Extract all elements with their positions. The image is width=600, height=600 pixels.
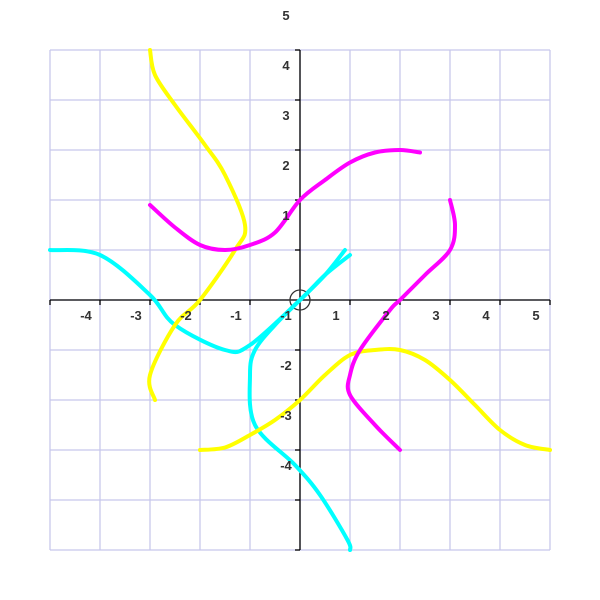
y-tick-label: -1 <box>280 308 292 323</box>
y-tick-label: 3 <box>282 108 289 123</box>
y-tick-label: 1 <box>282 208 289 223</box>
y-tick-label: 5 <box>282 8 289 23</box>
y-tick-label: 2 <box>282 158 289 173</box>
x-tick-label: -1 <box>230 308 242 323</box>
x-tick-label: -2 <box>180 308 192 323</box>
x-tick-label: 5 <box>532 308 539 323</box>
series-line <box>198 347 552 452</box>
tick-labels: -4 -3 -2 -1 1 2 3 4 5 -4 -3 -2 -1 1 2 3 4 5 <box>80 8 539 473</box>
series-line <box>345 198 457 452</box>
y-tick-label: -3 <box>280 408 292 423</box>
x-tick-label: 1 <box>332 308 339 323</box>
x-tick-label: 4 <box>482 308 490 323</box>
x-tick-label: 3 <box>432 308 439 323</box>
series-line <box>247 248 353 552</box>
y-tick-label: -4 <box>280 458 292 473</box>
x-tick-label: 2 <box>382 308 389 323</box>
x-tick-label: -3 <box>130 308 142 323</box>
y-tick-label: -2 <box>280 358 292 373</box>
series-line <box>148 148 422 252</box>
series-line <box>147 48 248 402</box>
curves <box>48 48 552 552</box>
x-tick-label: -4 <box>80 308 92 323</box>
origin-marker <box>289 289 311 311</box>
y-tick-label: 4 <box>282 58 290 73</box>
